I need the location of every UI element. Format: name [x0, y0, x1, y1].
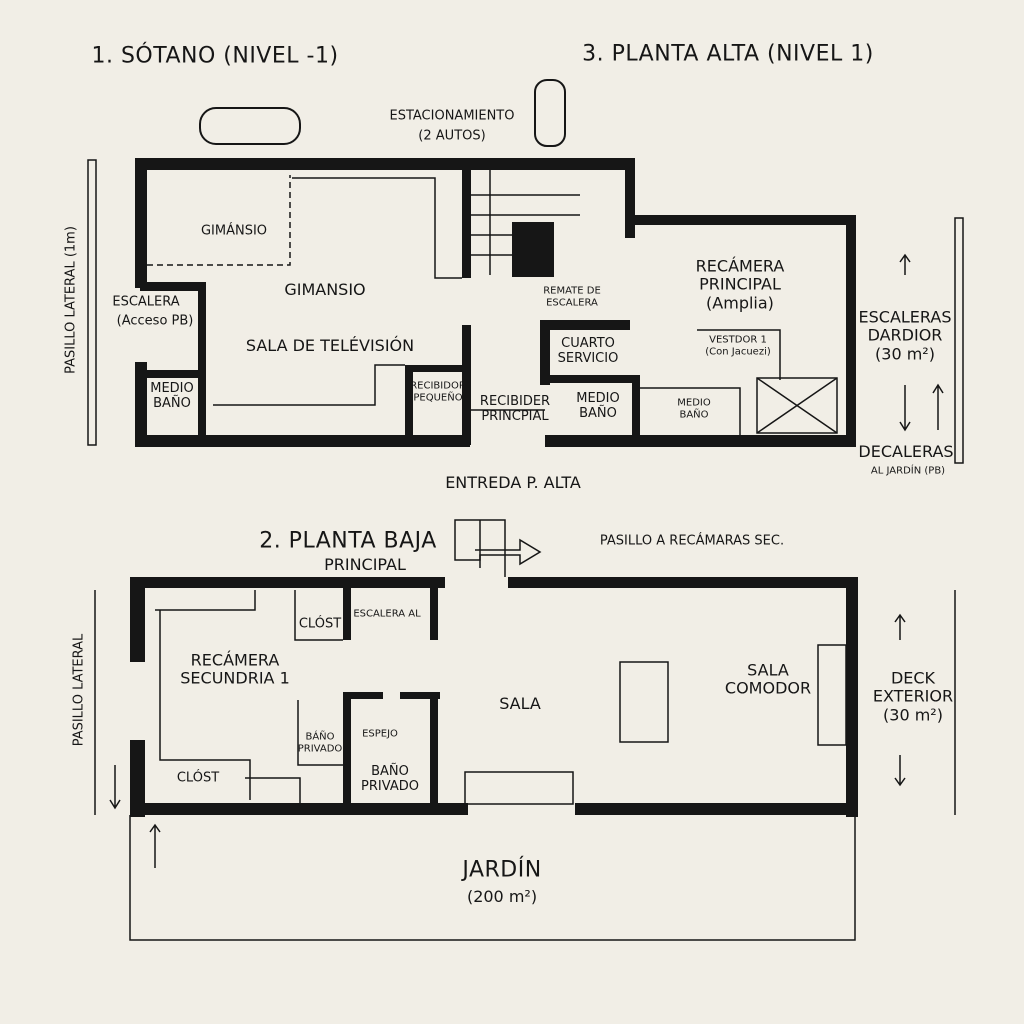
car-icon: [199, 107, 301, 145]
garden-area: (200 m²): [466, 886, 538, 906]
parking-label: ESTACIONAMIENTO: [389, 108, 515, 124]
room-stair: ESCALERA: [112, 294, 180, 310]
car-icon: [534, 79, 566, 147]
upper-floor-title: 3. PLANTA ALTA (NIVEL 1): [582, 41, 874, 67]
ground-floor-subtitle: PRINCIPAL: [324, 554, 406, 574]
walls: [130, 158, 858, 817]
room-closet-top: CLÓST: [298, 616, 342, 632]
room-gym: GIMANSIO: [284, 279, 366, 299]
room-closet-bottom: CLÓST: [176, 770, 220, 786]
mirror-label: ESPEJO: [362, 728, 398, 740]
car-icons: [199, 79, 566, 147]
stairs-garden-note: AL JARDÍN (PB): [870, 465, 946, 477]
corridor-label: PASILLO A RECÁMARAS SEC.: [599, 533, 785, 549]
basement-title: 1. SÓTANO (NIVEL -1): [91, 43, 339, 69]
room-living: SALA: [499, 693, 541, 713]
side-corridor-bottom: PASILLO LATERAL: [71, 633, 87, 747]
garden-label: JARDÍN: [462, 857, 542, 883]
room-stair-note: (Acceso PB): [116, 313, 194, 329]
room-walk-in-closet: VESTDOR 1(Con Jacuezi): [705, 334, 771, 358]
stair-to-label: ESCALERA AL: [353, 608, 421, 620]
thin-lines: [87, 159, 964, 941]
entrance-label: ENTREDA P. ALTA: [445, 472, 581, 492]
ground-floor-title: 2. PLANTA BAJA: [259, 528, 437, 554]
arrow-icons: [109, 253, 944, 868]
parking-capacity: (2 AUTOS): [418, 128, 486, 144]
stairs-garden-label: DECALERAS: [858, 441, 954, 461]
room-tv: SALA DE TELÉVISIÓN: [245, 335, 415, 355]
room-gym-small: GIMÁNSIO: [200, 223, 268, 239]
side-corridor-label: PASILLO LATERAL (1m): [63, 226, 79, 374]
